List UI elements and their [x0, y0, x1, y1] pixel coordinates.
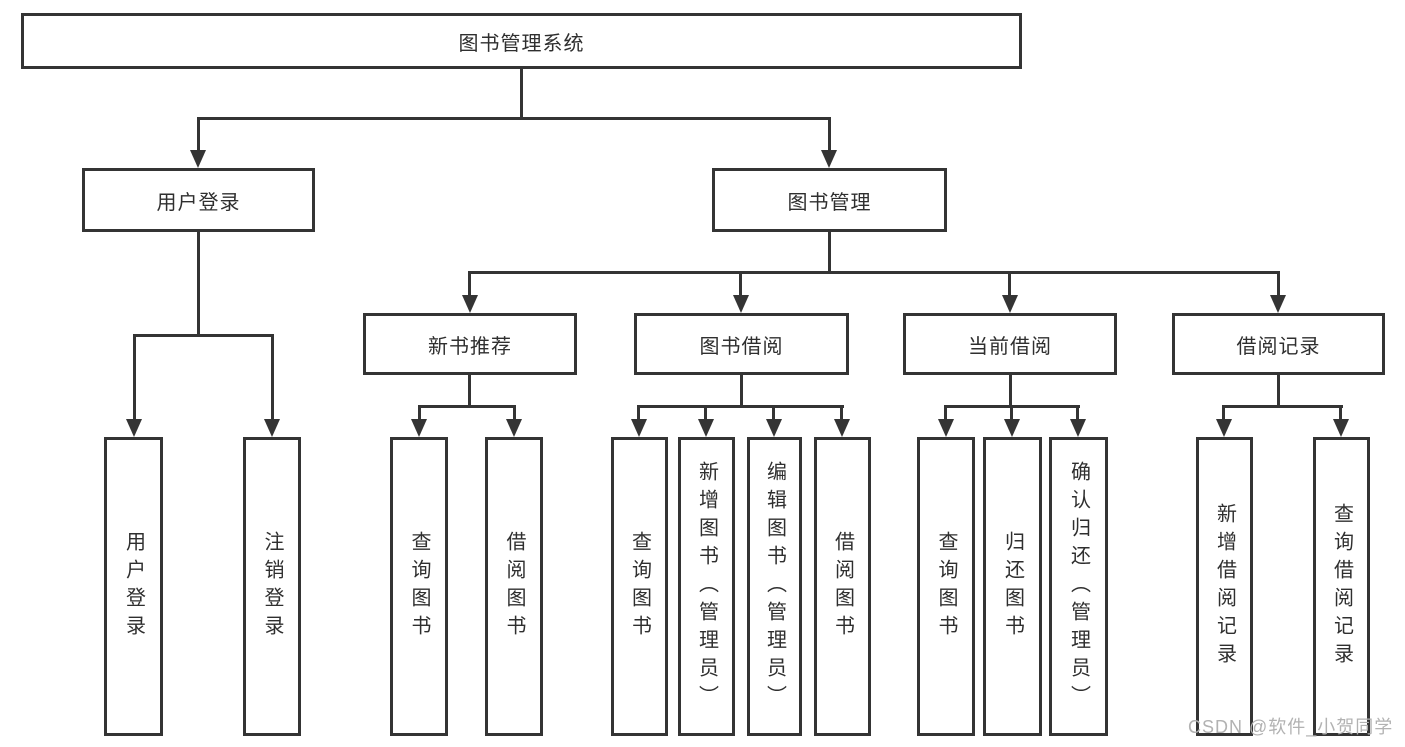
connector-line: [1009, 375, 1012, 408]
connector-line: [133, 334, 274, 337]
leaf-query-books-borrow: 查询图书: [611, 437, 668, 736]
arrow-down-icon: [698, 419, 714, 437]
connector-line: [772, 405, 775, 423]
node-label: 借阅图书: [503, 530, 525, 643]
leaf-query-books-recommend: 查询图书: [390, 437, 448, 736]
node-label: 图书借阅: [699, 335, 784, 358]
connector-line: [197, 117, 831, 120]
node-label: 查询图书: [628, 530, 651, 643]
connector-line: [513, 405, 516, 423]
node-user-login: 用户登录: [82, 168, 315, 232]
node-label: 用户登录: [156, 191, 241, 214]
connector-line: [520, 69, 523, 120]
connector-line: [1223, 405, 1343, 408]
leaf-add-books-admin: 新增图书（管理员）: [678, 437, 735, 736]
node-label: 新增借阅记录: [1213, 502, 1236, 671]
node-new-book-recommendation: 新书推荐: [363, 313, 577, 375]
leaf-return-books: 归还图书: [983, 437, 1042, 736]
connector-line: [197, 117, 200, 153]
arrow-down-icon: [733, 295, 749, 313]
node-label: 确认归还（管理员）: [1067, 460, 1090, 713]
node-current-borrowing: 当前借阅: [903, 313, 1117, 375]
arrow-down-icon: [1333, 419, 1349, 437]
arrow-down-icon: [462, 295, 478, 313]
node-label: 注销登录: [261, 530, 283, 643]
connector-line: [133, 334, 136, 423]
node-book-management: 图书管理: [712, 168, 947, 232]
arrow-down-icon: [1216, 419, 1232, 437]
node-label: 查询借阅记录: [1330, 502, 1353, 671]
connector-line: [637, 405, 640, 423]
node-label: 借阅图书: [831, 530, 854, 643]
node-book-borrowing: 图书借阅: [634, 313, 849, 375]
node-label: 借阅记录: [1236, 335, 1321, 358]
node-label: 归还图书: [1001, 530, 1024, 643]
arrow-down-icon: [1070, 419, 1086, 437]
leaf-borrow-books: 借阅图书: [814, 437, 871, 736]
arrow-down-icon: [126, 419, 142, 437]
connector-line: [468, 375, 471, 408]
connector-line: [418, 405, 421, 423]
connector-line: [1010, 405, 1013, 423]
connector-line: [638, 405, 844, 408]
connector-line: [704, 405, 707, 423]
arrow-down-icon: [834, 419, 850, 437]
arrow-down-icon: [821, 150, 837, 168]
leaf-borrow-books-recommend: 借阅图书: [485, 437, 543, 736]
node-label: 新书推荐: [428, 335, 512, 358]
connector-line: [739, 271, 742, 299]
connector-line: [1076, 405, 1079, 423]
node-label: 查询图书: [408, 530, 430, 643]
node-label: 查询图书: [935, 530, 957, 643]
node-label: 用户登录: [122, 530, 145, 643]
node-label: 图书管理系统: [458, 32, 585, 55]
csdn-watermark: CSDN @软件_小贺同学: [1188, 717, 1394, 737]
connector-line: [418, 405, 516, 408]
arrow-down-icon: [766, 419, 782, 437]
connector-line: [1277, 271, 1280, 299]
leaf-user-login: 用户登录: [104, 437, 163, 736]
connector-line: [1222, 405, 1225, 423]
arrow-down-icon: [938, 419, 954, 437]
connector-line: [468, 271, 1280, 274]
connector-line: [944, 405, 947, 423]
arrow-down-icon: [631, 419, 647, 437]
connector-line: [828, 117, 831, 153]
arrow-down-icon: [190, 150, 206, 168]
node-label: 编辑图书（管理员）: [763, 460, 786, 713]
leaf-query-books-current: 查询图书: [917, 437, 975, 736]
connector-line: [1339, 405, 1342, 423]
connector-line: [271, 334, 274, 423]
node-label: 图书管理: [787, 191, 872, 214]
connector-line: [840, 405, 843, 423]
node-label: 当前借阅: [968, 335, 1052, 358]
arrow-down-icon: [506, 419, 522, 437]
arrow-down-icon: [1002, 295, 1018, 313]
connector-line: [197, 232, 200, 337]
leaf-add-borrow-record: 新增借阅记录: [1196, 437, 1253, 736]
arrow-down-icon: [1270, 295, 1286, 313]
arrow-down-icon: [411, 419, 427, 437]
leaf-logout: 注销登录: [243, 437, 301, 736]
leaf-edit-books-admin: 编辑图书（管理员）: [747, 437, 802, 736]
node-borrowing-records: 借阅记录: [1172, 313, 1385, 375]
leaf-confirm-return-admin: 确认归还（管理员）: [1049, 437, 1108, 736]
node-label: 新增图书（管理员）: [695, 460, 718, 713]
arrow-down-icon: [264, 419, 280, 437]
connector-line: [828, 232, 831, 274]
leaf-query-borrow-record: 查询借阅记录: [1313, 437, 1370, 736]
connector-line: [1277, 375, 1280, 408]
node-library-management-system: 图书管理系统: [21, 13, 1022, 69]
connector-line: [740, 375, 743, 408]
arrow-down-icon: [1004, 419, 1020, 437]
connector-line: [468, 271, 471, 299]
connector-line: [1008, 271, 1011, 299]
